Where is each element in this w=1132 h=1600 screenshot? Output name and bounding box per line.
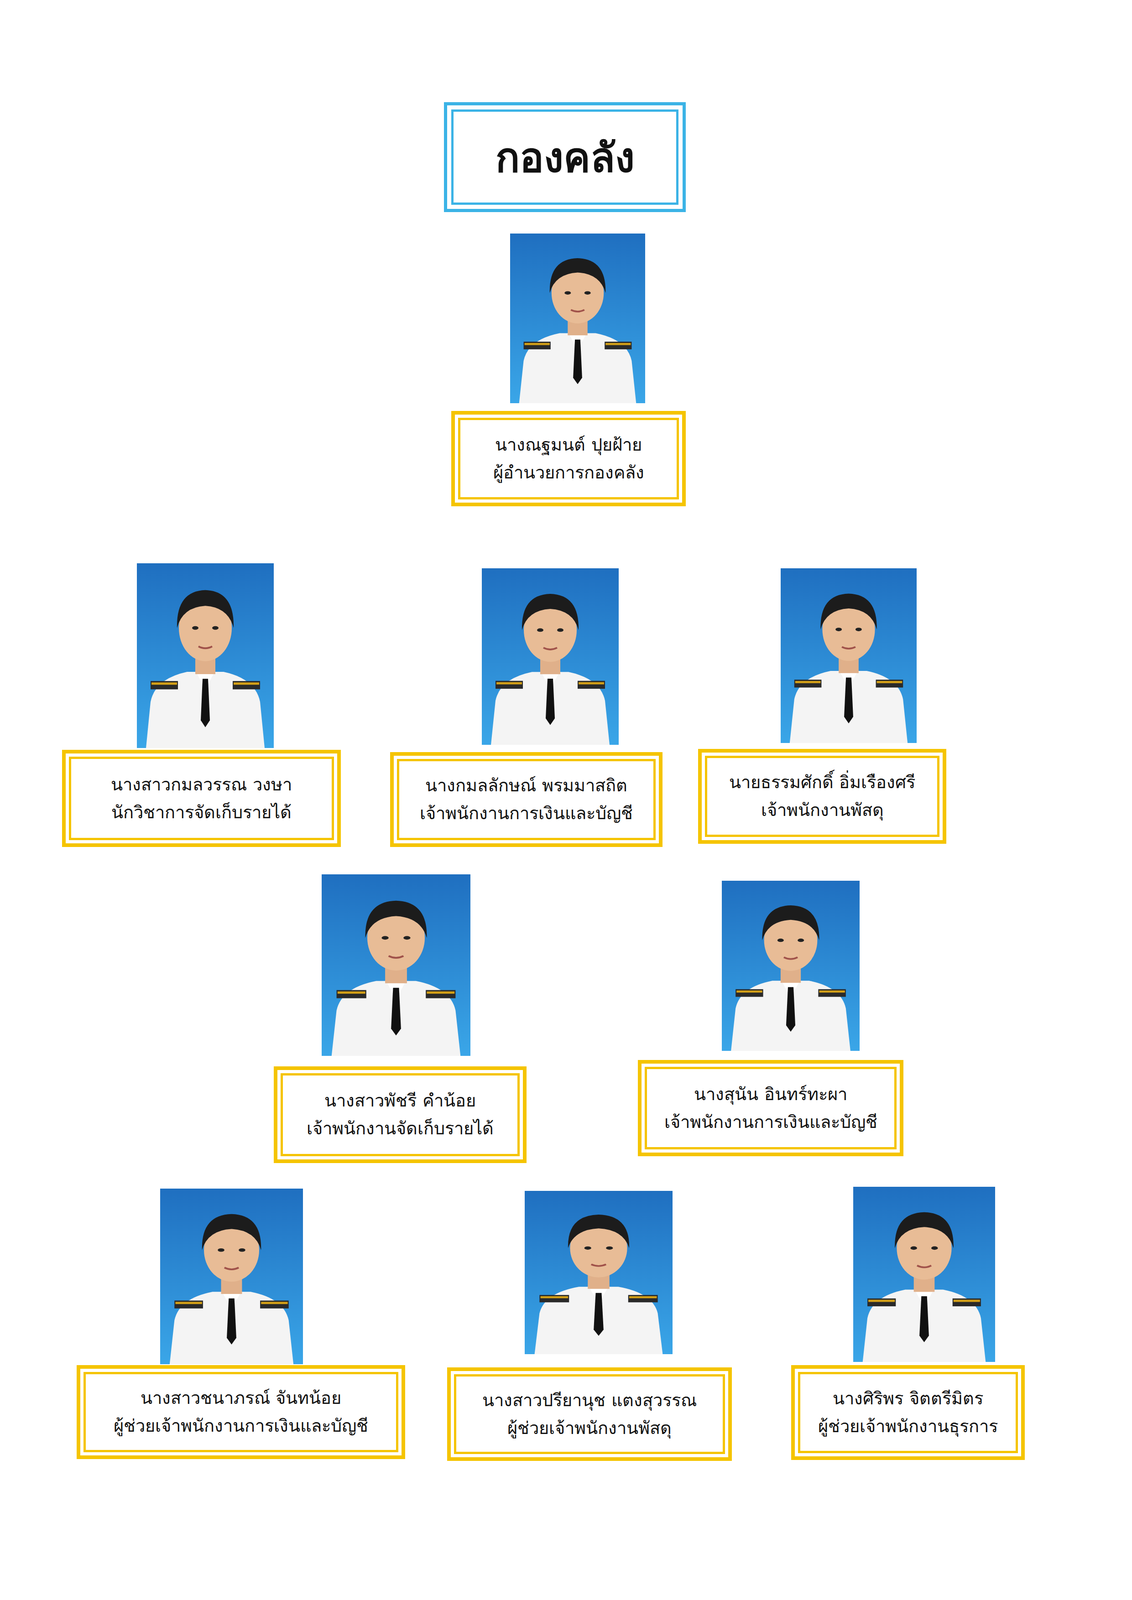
position-title: เจ้าพนักงานการเงินและบัญชี: [419, 799, 633, 828]
name-box: นางสาวพัชรี คำน้อยเจ้าพนักงานจัดเก็บรายไ…: [273, 1066, 527, 1164]
person-name: นางสาวพัชรี คำน้อย: [324, 1087, 476, 1116]
name-box: นางณฐมนต์ ปุยฝ้ายผู้อำนวยการกองคลัง: [451, 411, 686, 507]
name-box: นางสาวชนาภรณ์ จันทน้อยผู้ช่วยเจ้าพนักงาน…: [76, 1365, 406, 1460]
name-box: นายธรรมศักดิ์ อิ่มเรืองศรีเจ้าพนักงานพัส…: [698, 749, 947, 845]
name-box: นางศิริพร จิตตรีมิตรผู้ช่วยเจ้าพนักงานธุ…: [791, 1365, 1025, 1461]
person-name: นางกมลลักษณ์ พรมมาสถิต: [425, 772, 627, 800]
position-title: ผู้ช่วยเจ้าพนักงานการเงินและบัญชี: [113, 1412, 369, 1441]
name-box: นางสาวปรียานุช แตงสุวรรณผู้ช่วยเจ้าพนักง…: [447, 1367, 732, 1462]
title-frame: กองคลัง: [443, 102, 686, 213]
person-name: นางสาวกมลวรรณ วงษา: [110, 771, 292, 799]
person-name: นางสุนัน อินทร์ทะผา: [693, 1080, 847, 1109]
name-box: นางสาวกมลวรรณ วงษานักวิชาการจัดเก็บรายได…: [62, 750, 341, 848]
person-name: นางณฐมนต์ ปุยฝ้าย: [495, 431, 642, 460]
person-name: นายธรรมศักดิ์ อิ่มเรืองศรี: [729, 768, 916, 797]
position-title: ผู้ช่วยเจ้าพนักงานธุรการ: [818, 1413, 998, 1441]
position-title: ผู้อำนวยการกองคลัง: [493, 459, 645, 487]
position-title: เจ้าพนักงานการเงินและบัญชี: [664, 1108, 878, 1137]
name-box: นางกมลลักษณ์ พรมมาสถิตเจ้าพนักงานการเงิน…: [390, 752, 663, 848]
position-title: เจ้าพนักงานพัสดุ: [761, 796, 884, 825]
name-box: นางสุนัน อินทร์ทะผาเจ้าพนักงานการเงินและ…: [637, 1060, 904, 1157]
person-name: นางสาวชนาภรณ์ จันทน้อย: [140, 1384, 342, 1413]
position-title: เจ้าพนักงานจัดเก็บรายได้: [306, 1115, 494, 1143]
chart-title: กองคลัง: [495, 125, 635, 190]
person-name: นางศิริพร จิตตรีมิตร: [832, 1385, 983, 1414]
position-title: นักวิชาการจัดเก็บรายได้: [111, 798, 292, 827]
person-name: นางสาวปรียานุช แตงสุวรรณ: [482, 1387, 697, 1415]
position-title: ผู้ช่วยเจ้าพนักงานพัสดุ: [507, 1414, 672, 1443]
